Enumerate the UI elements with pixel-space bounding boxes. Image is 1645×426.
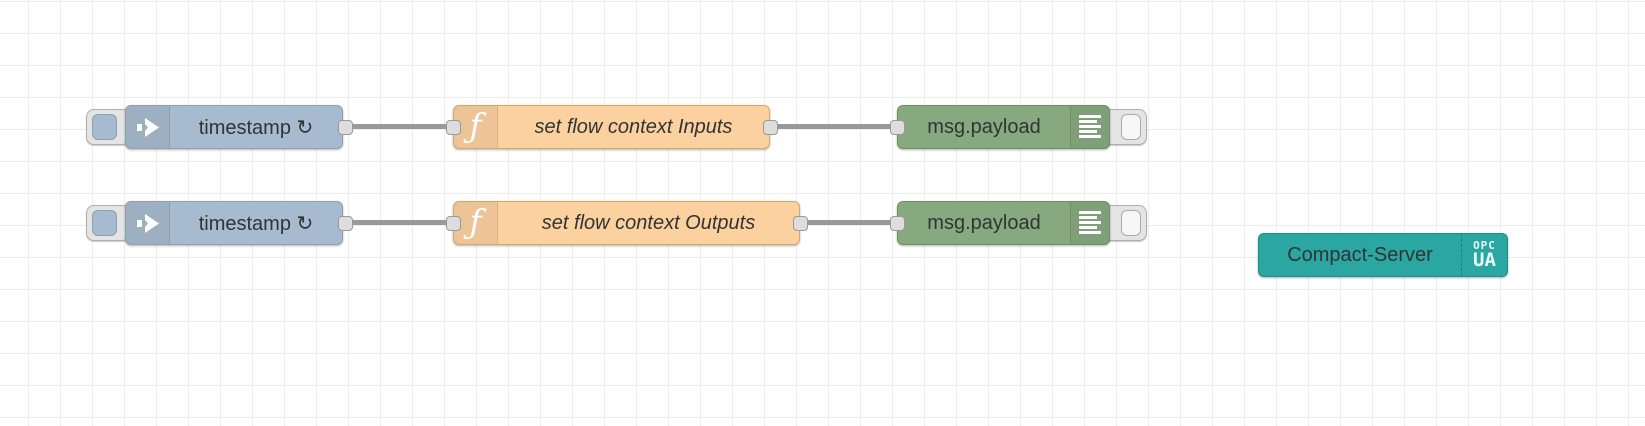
function-node-2[interactable]: ƒ set flow context Outputs <box>453 201 800 245</box>
debug-toggle-button[interactable] <box>1121 114 1141 140</box>
function-node-label: set flow context Inputs <box>534 115 733 138</box>
inject-node-2[interactable]: timestamp ↻ <box>125 201 343 245</box>
function-node-1[interactable]: ƒ set flow context Inputs <box>453 105 770 149</box>
debug-list-icon <box>1070 106 1109 148</box>
inject-button[interactable] <box>92 210 117 236</box>
server-node-label: Compact-Server <box>1287 243 1433 266</box>
opcua-badge-icon: OPC UA <box>1461 234 1507 276</box>
inject-arrow-icon <box>126 106 170 148</box>
wire-inject2-function2[interactable] <box>346 220 454 225</box>
inject-node-label: timestamp ↻ <box>198 116 314 139</box>
debug-list-icon <box>1070 202 1109 244</box>
function-icon: ƒ <box>454 202 498 244</box>
function-node-label: set flow context Outputs <box>541 211 756 234</box>
debug-toggle-button[interactable] <box>1121 210 1141 236</box>
debug-node-label: msg.payload <box>927 115 1041 138</box>
inject-2-output-port[interactable] <box>338 216 353 231</box>
inject-1-output-port[interactable] <box>338 120 353 135</box>
inject-arrow-icon <box>126 202 170 244</box>
wire-function1-debug1[interactable] <box>770 124 897 129</box>
function-1-output-port[interactable] <box>763 120 778 135</box>
inject-button[interactable] <box>92 114 117 140</box>
wire-function2-debug2[interactable] <box>800 220 897 225</box>
debug-2-input-port[interactable] <box>890 216 905 231</box>
function-2-input-port[interactable] <box>446 216 461 231</box>
function-icon: ƒ <box>454 106 498 148</box>
debug-1-input-port[interactable] <box>890 120 905 135</box>
function-1-input-port[interactable] <box>446 120 461 135</box>
debug-node-1[interactable]: msg.payload <box>897 105 1110 149</box>
inject-node-1[interactable]: timestamp ↻ <box>125 105 343 149</box>
debug-node-label: msg.payload <box>927 211 1041 234</box>
opcua-compact-server-node[interactable]: Compact-Server OPC UA <box>1258 233 1508 277</box>
debug-node-2[interactable]: msg.payload <box>897 201 1110 245</box>
wire-inject1-function1[interactable] <box>346 124 454 129</box>
inject-node-label: timestamp ↻ <box>198 212 314 235</box>
function-2-output-port[interactable] <box>793 216 808 231</box>
